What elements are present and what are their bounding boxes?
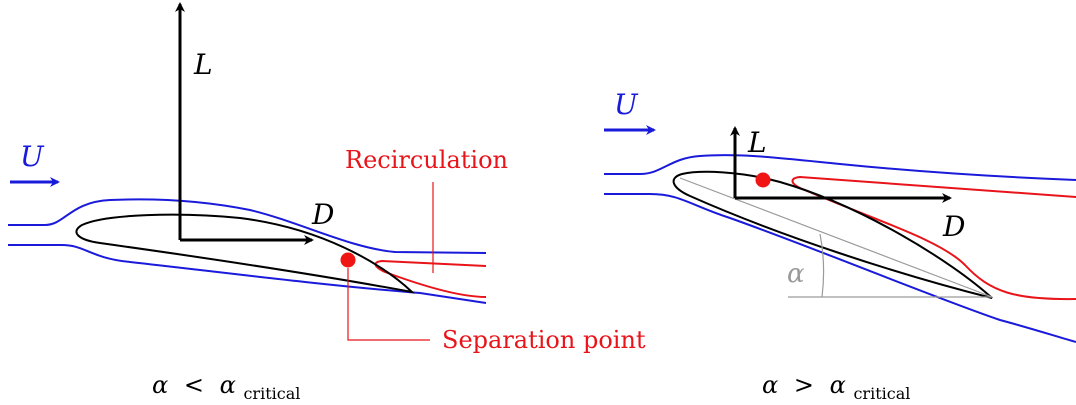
right-caption-relation: > [794, 371, 814, 399]
right-caption-subscript: critical [853, 384, 910, 403]
angle-label: α [787, 259, 805, 289]
left-lower-streamline [8, 244, 487, 304]
left-caption-subscript: critical [243, 384, 300, 403]
left-caption-alpha: α [152, 371, 168, 399]
recirculation-label: Recirculation [345, 146, 508, 174]
left-drag-label: D [311, 198, 334, 231]
left-upper-streamline [8, 198, 487, 254]
left-caption-alpha-sub: α [220, 371, 236, 399]
left-flow-label: U [20, 140, 45, 173]
chord-line [679, 177, 993, 298]
left-caption: α < α critical [152, 371, 300, 403]
right-panel: U α L D α > α critical [604, 88, 1076, 403]
left-caption-relation: < [184, 371, 204, 399]
right-caption-alpha-sub: α [830, 371, 846, 399]
right-lift-label: L [747, 126, 767, 159]
angle-arc [819, 233, 825, 298]
right-drag-label: D [942, 210, 965, 243]
right-caption-alpha: α [762, 371, 778, 399]
right-caption: α > α critical [762, 371, 910, 403]
left-airfoil [75, 213, 416, 294]
left-recirculation-region [374, 259, 487, 298]
right-airfoil [672, 170, 993, 299]
right-upper-streamline [604, 154, 1076, 181]
left-lift-label: L [193, 48, 213, 81]
right-flow-label: U [614, 88, 639, 121]
right-separation-point [755, 172, 771, 188]
separation-point-label: Separation point [442, 326, 646, 354]
left-panel: U L D Recirculation Separation point α <… [8, 2, 646, 403]
right-lower-streamline [604, 193, 1076, 343]
separation-point-leader [347, 268, 430, 341]
left-separation-point [340, 252, 356, 268]
right-recirculation-region [791, 175, 1076, 301]
